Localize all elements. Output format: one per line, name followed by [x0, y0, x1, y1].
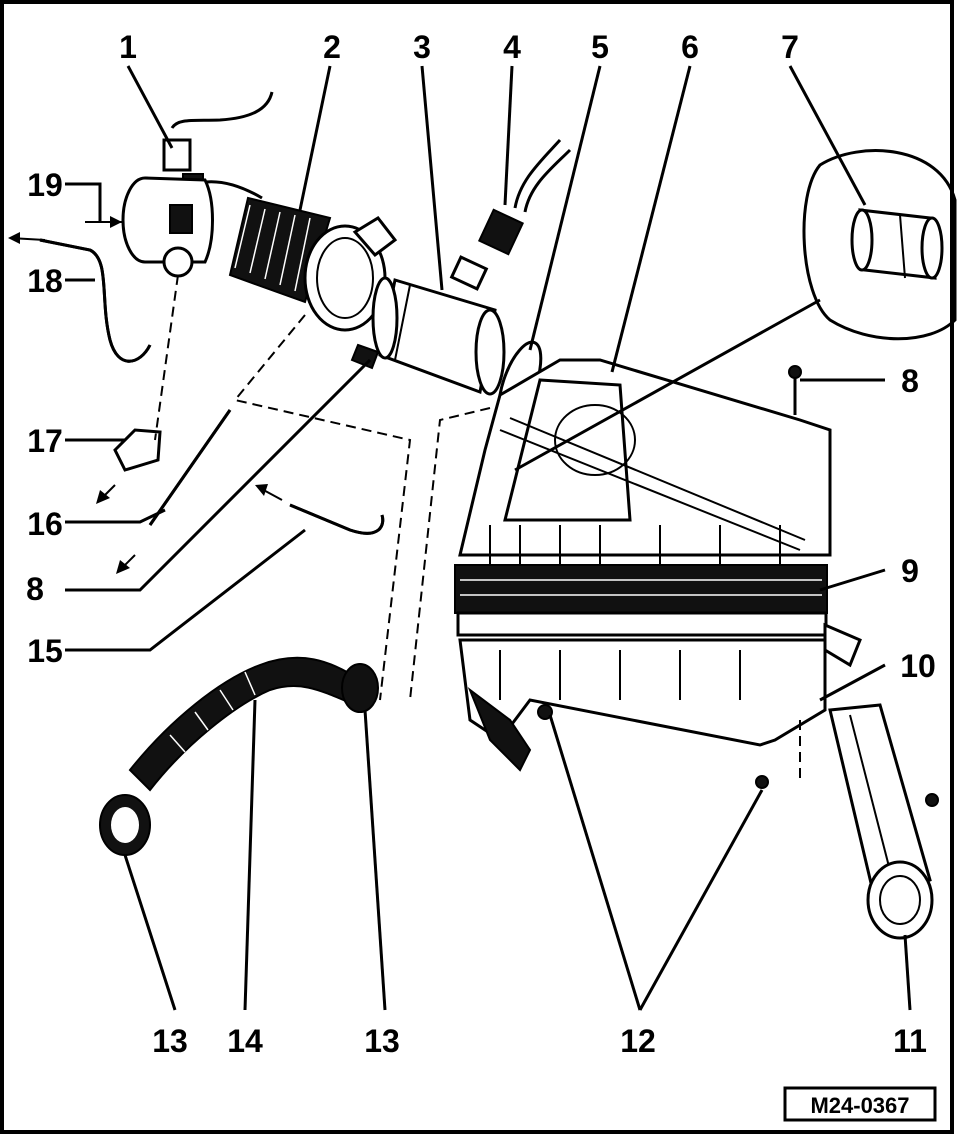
assembly-line [154, 274, 179, 441]
callout-labels: 1 2 3 4 5 6 7 8 9 10 11 12 13 14 13 15 1… [26, 29, 936, 1059]
callout-8-right: 8 [901, 363, 919, 399]
air-filter-housing [454, 358, 862, 772]
temperature-sensor [477, 138, 572, 256]
breather-hose [99, 656, 379, 856]
filter-element [454, 564, 828, 614]
flow-arrow-icon [8, 216, 283, 574]
detail-leader [514, 298, 821, 472]
callout-5: 5 [591, 29, 609, 65]
callout-4: 4 [503, 29, 521, 65]
leader-lines [65, 65, 912, 1011]
reference-code: M24-0367 [810, 1093, 909, 1118]
vent-hose-18 [39, 238, 152, 363]
detail-inset [802, 149, 957, 341]
callout-18: 18 [27, 263, 63, 299]
callout-11: 11 [893, 1023, 927, 1059]
callout-9: 9 [901, 553, 919, 589]
intake-hose [228, 196, 398, 332]
assembly-line [233, 314, 412, 701]
callout-2: 2 [323, 29, 341, 65]
callout-16: 16 [27, 506, 63, 542]
air-mass-meter [121, 91, 274, 278]
callout-10: 10 [900, 648, 936, 684]
lower-housing [458, 638, 827, 747]
callout-17: 17 [27, 423, 63, 459]
callout-13-right: 13 [364, 1023, 400, 1059]
resonator-pipe [350, 255, 506, 396]
callout-6: 6 [681, 29, 699, 65]
callout-1: 1 [119, 29, 137, 65]
valve-17 [113, 428, 162, 472]
callout-14: 14 [227, 1023, 263, 1059]
callout-3: 3 [413, 29, 431, 65]
callout-8-left: 8 [26, 571, 44, 607]
reference-code-box [783, 1086, 937, 1122]
callout-12: 12 [620, 1023, 656, 1059]
assembly-line [409, 407, 491, 701]
intake-snorkel [755, 703, 939, 940]
callout-7: 7 [781, 29, 799, 65]
callout-13-left: 13 [152, 1023, 188, 1059]
callout-15: 15 [27, 633, 63, 669]
callout-19: 19 [27, 167, 63, 203]
